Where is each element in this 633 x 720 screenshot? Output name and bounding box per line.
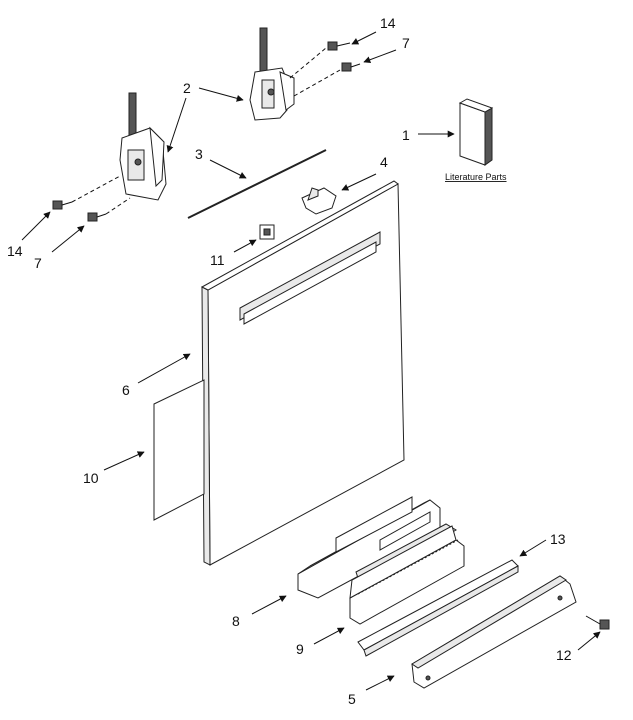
callout-14-top: 14 [380,15,396,31]
screw-top-7 [341,62,361,72]
toe-panel-strip [357,559,519,657]
hinge-right [249,27,295,121]
hinge-left [119,92,167,201]
screw-axis-left-14 [71,175,121,203]
leader-line-11 [233,239,257,253]
latch-bracket [301,187,337,215]
callout-4: 4 [380,154,388,170]
leader-line-9 [313,627,345,645]
screw-left-7 [87,212,107,222]
leader-line-14-left [21,211,51,241]
callout-7-left: 7 [34,255,42,271]
wire-rod [187,149,327,219]
leader-line-2b [166,97,187,153]
door-panel [200,180,405,566]
callout-7-top: 7 [402,35,410,51]
callout-1: 1 [402,127,410,143]
callout-6: 6 [122,382,130,398]
leader-line-4 [341,173,377,191]
literature-parts-label: Literature Parts [445,172,507,182]
leader-line-3 [209,159,247,179]
literature-booklet [458,98,494,166]
screw-axis-top-7 [293,69,341,97]
leader-line-8 [251,595,287,615]
leader-line-6 [137,353,191,384]
lower-insulation-block [349,523,465,625]
leader-line-14-top [351,31,377,45]
callout-13: 13 [550,531,566,547]
leader-line-7-left [51,225,85,253]
callout-3: 3 [195,146,203,162]
leader-line-13 [519,539,547,557]
screw-left-14 [52,200,73,210]
door-latch [259,224,275,240]
kick-plate-bracket [411,575,577,689]
insulation-sheet [153,379,205,521]
screw-axis-left-7 [105,197,131,215]
leader-line-7-top [363,49,397,64]
leader-line-12 [577,631,601,651]
leader-line-10 [103,451,145,471]
leader-line-5 [365,675,395,691]
callout-11: 11 [210,252,225,268]
callout-14-left: 14 [7,243,23,259]
screw-12 [585,615,610,630]
screw-axis-top-14 [289,47,327,79]
screw-top-14 [327,41,351,51]
callout-5: 5 [348,691,356,707]
callout-9: 9 [296,641,304,657]
callout-12: 12 [556,647,572,663]
callout-10: 10 [83,470,99,486]
callout-2: 2 [183,80,191,96]
callout-8: 8 [232,613,240,629]
leader-line-2a [198,87,244,102]
